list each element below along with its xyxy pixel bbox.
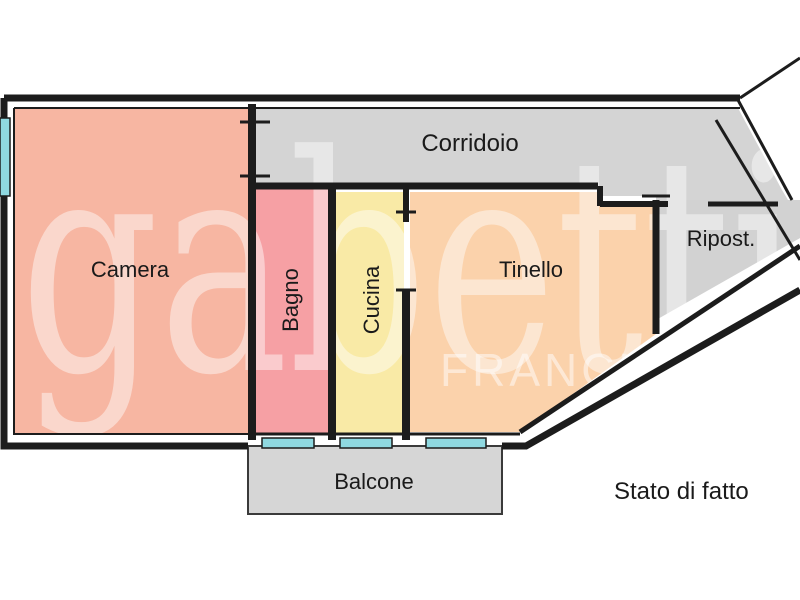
room-label-ripostiglio: Ripost. (687, 226, 755, 251)
cucina-area (336, 192, 404, 434)
window-left (0, 117, 11, 197)
room-label-balcone: Balcone (334, 469, 414, 494)
balcone-area (247, 445, 503, 515)
outer-wall-bottom-right (502, 286, 800, 450)
outer-wall-east-2 (714, 119, 800, 261)
inner-wall-line-left (13, 108, 248, 435)
camera-area (14, 108, 248, 434)
plan-caption: Stato di fatto (614, 478, 749, 505)
watermark-sub: FRANCHISING (440, 344, 800, 396)
outer-wall-east-3 (736, 99, 794, 201)
outer-wall-bottom (0, 98, 248, 450)
bagno-area (256, 188, 328, 434)
outer-wall-east (739, 56, 800, 100)
window-tinello (425, 437, 487, 449)
room-label-camera: Camera (91, 257, 170, 282)
tinello-area (410, 192, 656, 432)
ripostiglio-area (656, 200, 800, 320)
room-label-tinello: Tinello (499, 257, 563, 282)
room-label-cucina: Cucina (359, 265, 384, 334)
outer-wall-diagonal (518, 243, 800, 435)
room-label-bagno: Bagno (278, 268, 303, 332)
window-cucina (339, 437, 393, 449)
window-bagno (261, 437, 315, 449)
room-label-corridoio: Corridoio (421, 130, 518, 157)
